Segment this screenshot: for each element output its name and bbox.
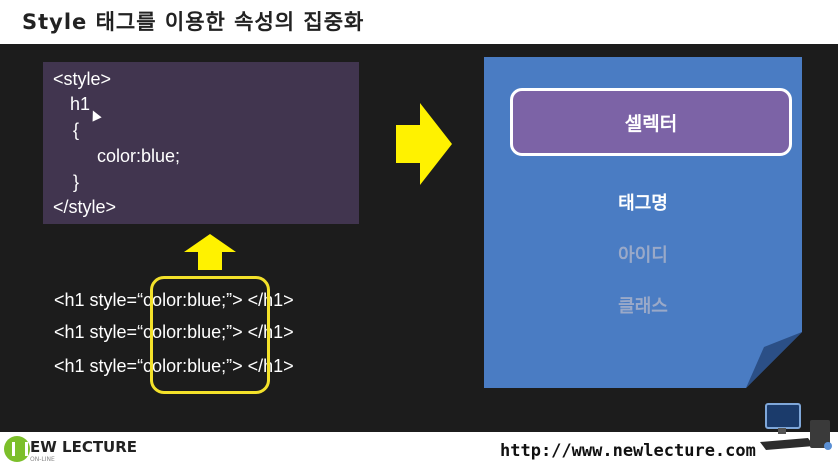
- style-code-block: <style> h1 { color:blue; } </style>: [43, 62, 359, 224]
- computer-icon: [756, 402, 836, 454]
- logo-text: EW LECTURE: [30, 438, 137, 456]
- note-item-id: 아이디: [484, 241, 802, 267]
- footer-url: http://www.newlecture.com: [500, 441, 756, 461]
- code-line: <style>: [53, 69, 111, 90]
- code-line: color:blue;: [97, 146, 180, 167]
- title-bar: Style 태그를 이용한 속성의 집중화: [0, 0, 838, 44]
- selector-label: 셀렉터: [510, 88, 792, 156]
- style-value-highlight: [150, 276, 270, 394]
- note-item-class: 클래스: [484, 292, 802, 318]
- code-line: </style>: [53, 197, 116, 218]
- note-item-tag-name: 태그명: [484, 189, 802, 215]
- logo-subtext: ON-LINE: [30, 456, 55, 463]
- html-open-tag: <h1 style=: [54, 322, 137, 342]
- code-line: {: [73, 120, 79, 141]
- slide-title: Style 태그를 이용한 속성의 집중화: [22, 6, 364, 36]
- html-open-tag: <h1 style=: [54, 290, 137, 310]
- code-line: }: [73, 172, 79, 193]
- newlecture-logo-icon: [4, 436, 30, 462]
- arrow-right-icon: [396, 103, 452, 185]
- arrow-up-icon: [184, 234, 236, 270]
- html-open-tag: <h1 style=: [54, 356, 137, 376]
